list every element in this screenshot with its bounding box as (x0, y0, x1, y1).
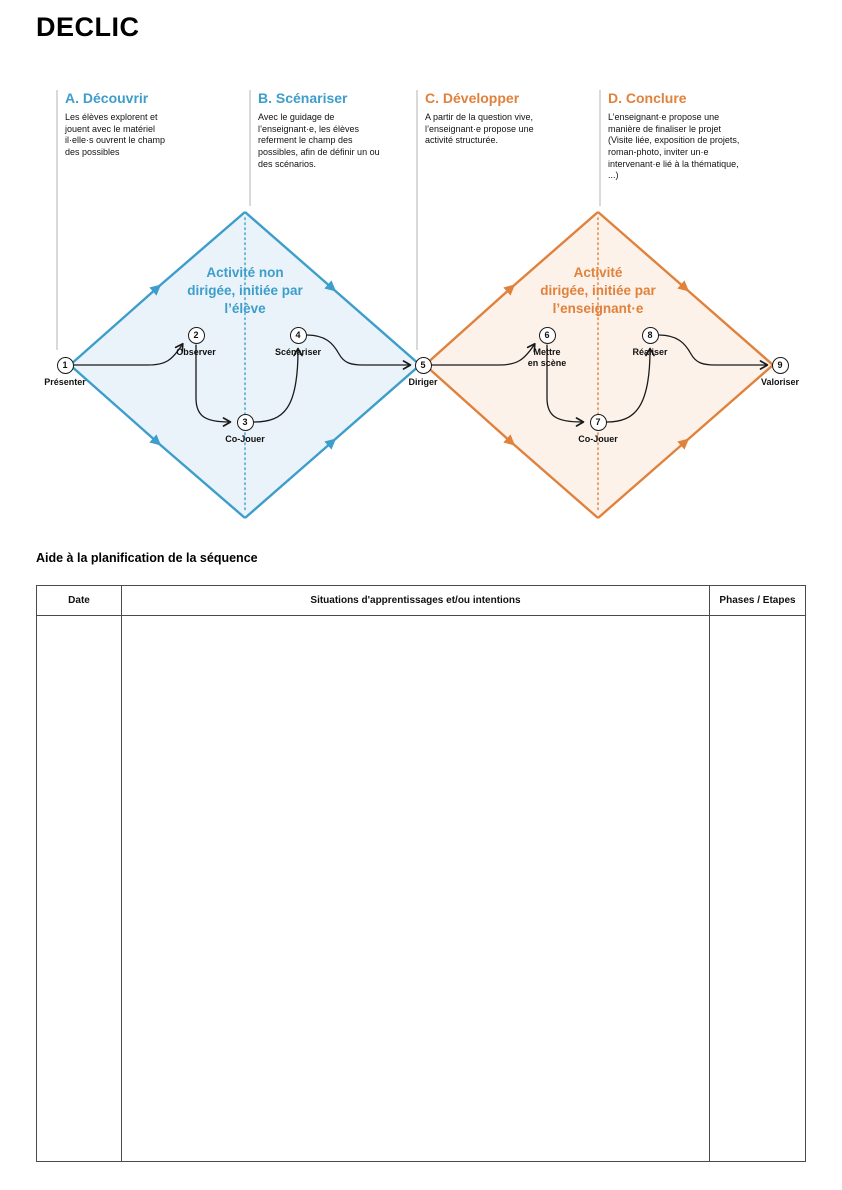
phase-d-description: L’enseignant·e propose une manière de fi… (608, 112, 740, 181)
step-label-1: Présenter (44, 377, 86, 387)
step-label-7: Co-Jouer (578, 434, 618, 444)
planning-table-header-row: Date Situations d'apprentissages et/ou i… (37, 586, 805, 616)
table-header-phases: Phases / Etapes (719, 595, 796, 606)
step-label-5: Diriger (408, 377, 438, 387)
planning-table-body-row (37, 616, 805, 1161)
step-circle-7: 7 (589, 413, 607, 431)
phase-column-b: B. Scénariser Avec le guidage de l’ensei… (258, 90, 380, 170)
step-circle-2: 2 (187, 326, 205, 344)
orange-diamond-label: Activité dirigée, initiée par l’enseigna… (540, 265, 656, 317)
orange-diamond-edges (424, 211, 774, 519)
planning-heading: Aide à la planification de la séquence (36, 551, 258, 565)
step-label-9: Valoriser (760, 377, 800, 387)
step-circle-9: 9 (771, 356, 789, 374)
phase-column-a: A. Découvrir Les élèves explorent et jou… (65, 90, 175, 159)
blue-diamond-label: Activité non dirigée, initiée par l’élèv… (187, 265, 303, 317)
page-title: DECLIC (36, 12, 140, 42)
table-header-situations: Situations d'apprentissages et/ou intent… (122, 586, 710, 615)
step-circle-8: 8 (641, 326, 659, 344)
step-circle-4: 4 (289, 326, 307, 344)
table-cell-situations (122, 616, 710, 1161)
step-circle-5: 5 (414, 356, 432, 374)
step-label-8: Réaliser (632, 347, 668, 357)
phase-column-d: D. Conclure L’enseignant·e propose une m… (608, 90, 740, 182)
phase-a-description: Les élèves explorent et jouent avec le m… (65, 112, 166, 158)
table-header-date: Date (37, 586, 122, 615)
planning-table: Date Situations d'apprentissages et/ou i… (36, 585, 806, 1162)
step-label-4: Scénariser (274, 347, 322, 357)
phase-b-description: Avec le guidage de l’enseignant·e, les é… (258, 112, 380, 169)
phase-column-c: C. Développer A partir de la question vi… (425, 90, 550, 147)
arrow-3-to-4 (253, 347, 303, 423)
phase-c-heading: C. Développer (425, 90, 520, 106)
phase-d-heading: D. Conclure (608, 90, 687, 106)
step-circle-6: 6 (538, 326, 556, 344)
table-cell-date (37, 616, 122, 1161)
arrow-7-to-8 (606, 347, 655, 423)
phase-a-heading: A. Découvrir (65, 90, 149, 106)
step-circle-1: 1 (56, 356, 74, 374)
step-label-6: Mettre en scène (527, 347, 567, 368)
phase-c-description: A partir de la question vive, l’enseigna… (425, 112, 534, 146)
orange-diamond-fill (425, 212, 773, 518)
table-cell-phases (710, 616, 805, 1161)
step-circle-3: 3 (236, 413, 254, 431)
blue-diamond-fill (70, 212, 420, 518)
blue-diamond-edges (69, 211, 421, 519)
step-label-2: Observer (176, 347, 216, 357)
step-label-3: Co-Jouer (225, 434, 265, 444)
phase-b-heading: B. Scénariser (258, 90, 348, 106)
